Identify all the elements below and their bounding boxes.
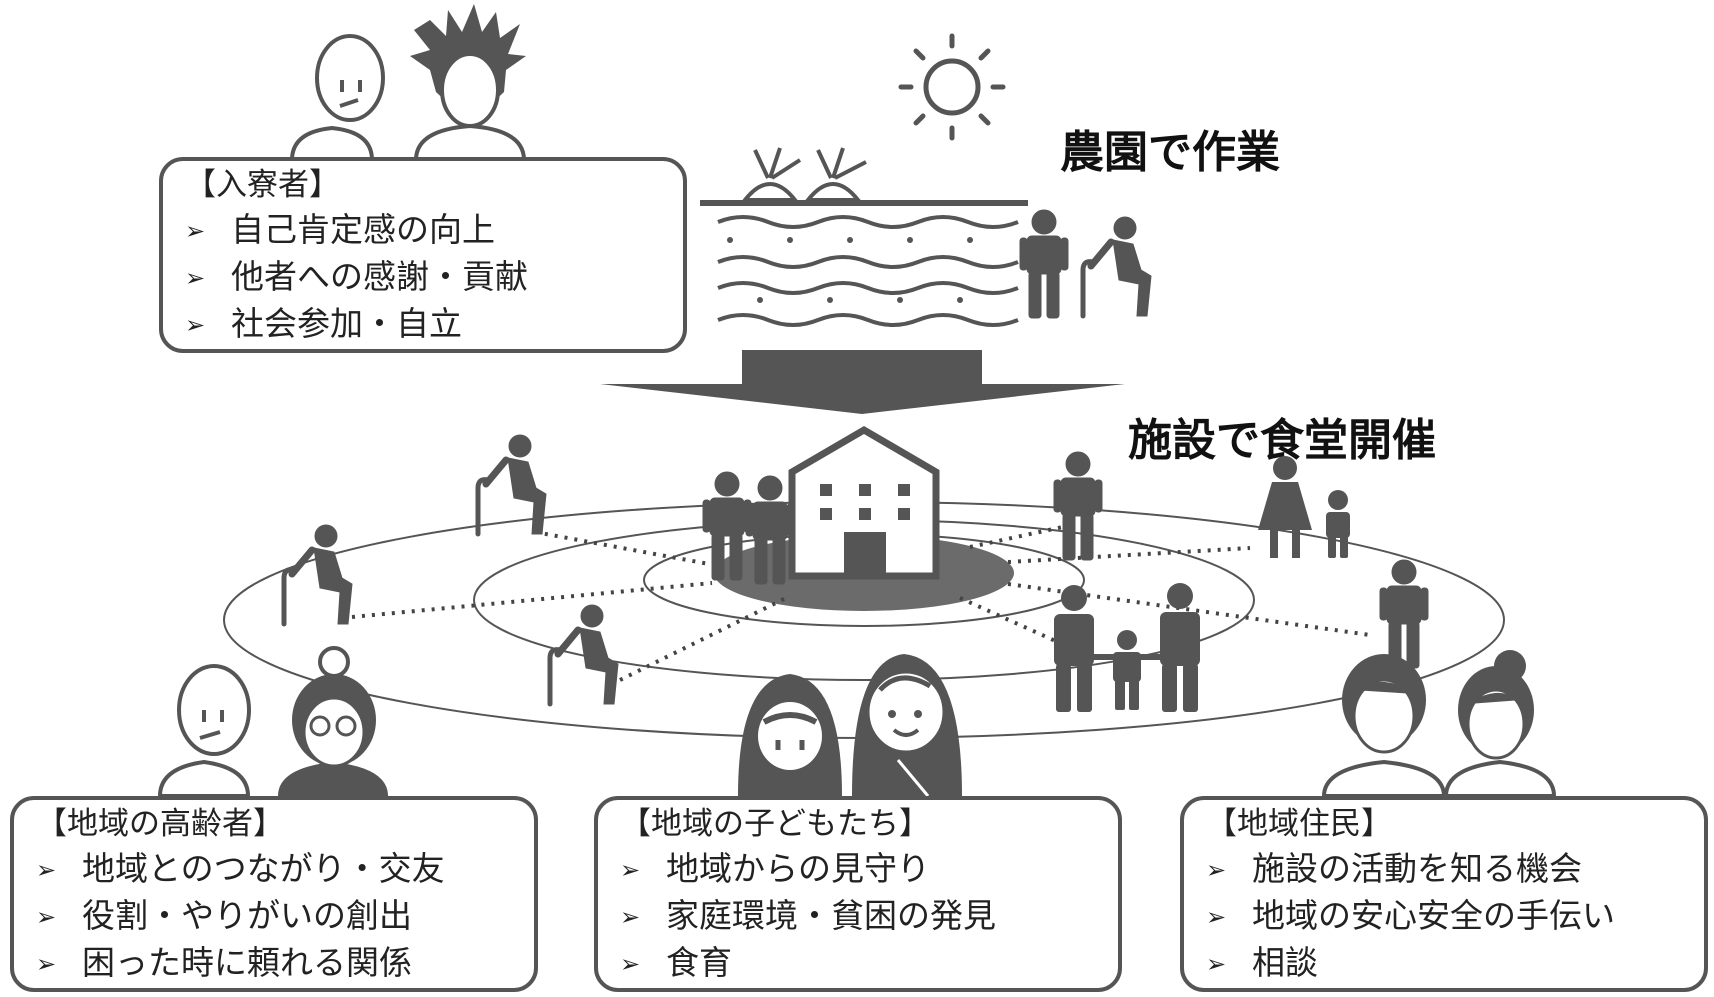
bullet-arrow-icon: ➢: [620, 950, 641, 978]
bullet-arrow-icon: ➢: [36, 856, 57, 884]
bullet-arrow-icon: ➢: [1206, 856, 1227, 884]
list-item: ➢施設の活動を知る機会: [1206, 846, 1704, 893]
box-title: 【地域の高齢者】: [36, 806, 284, 842]
list-item: ➢自己肯定感の向上: [185, 207, 683, 254]
elderly-with-cane-icon: [1083, 217, 1151, 316]
bullet-arrow-icon: ➢: [1206, 950, 1227, 978]
mother-child-icon: [1258, 456, 1350, 558]
vegetable-icon: [740, 147, 867, 202]
box-title: 【地域住民】: [1206, 806, 1392, 842]
person-icon: [1019, 209, 1069, 319]
dining-heading: 施設で食堂開催: [1128, 415, 1436, 466]
elderly-box: 【地域の高齢者】 ➢地域とのつながり・交友 ➢役割・やりがいの創出 ➢困った時に…: [10, 796, 538, 992]
bullet-arrow-icon: ➢: [1206, 903, 1227, 931]
residents-box: 【入寮者】 ➢自己肯定感の向上 ➢他者への感謝・貢献 ➢社会参加・自立: [159, 157, 687, 353]
box-title: 【入寮者】: [185, 167, 340, 203]
down-arrow-icon: [600, 350, 1125, 414]
bullet-arrow-icon: ➢: [36, 950, 57, 978]
bullet-arrow-icon: ➢: [36, 903, 57, 931]
locals-box: 【地域住民】 ➢施設の活動を知る機会 ➢地域の安心安全の手伝い ➢相談: [1180, 796, 1708, 992]
elderly-with-cane-icon: [478, 435, 546, 534]
resident-bald-man-icon: [289, 34, 385, 162]
bullet-arrow-icon: ➢: [620, 856, 641, 884]
list-item: ➢他者への感謝・貢献: [185, 254, 683, 301]
sun-icon: [898, 33, 1006, 141]
list-item: ➢地域からの見守り: [620, 846, 1118, 893]
list-item: ➢家庭環境・貧困の発見: [620, 893, 1118, 940]
elderly-woman-icon: [278, 646, 388, 796]
person-icon: [1053, 451, 1103, 561]
benefit-list: ➢地域からの見守り ➢家庭環境・貧困の発見 ➢食育: [620, 846, 1118, 987]
list-item: ➢地域の安心安全の手伝い: [1206, 893, 1704, 940]
bullet-arrow-icon: ➢: [620, 903, 641, 931]
farm-field-icon: [700, 200, 1028, 327]
child-hooded-icon: [738, 674, 842, 796]
list-item: ➢地域とのつながり・交友: [36, 846, 534, 893]
elderly-with-cane-icon: [284, 525, 352, 624]
elderly-man-icon: [157, 664, 251, 798]
list-item: ➢社会参加・自立: [185, 301, 683, 348]
list-item: ➢食育: [620, 940, 1118, 987]
bullet-arrow-icon: ➢: [185, 311, 206, 339]
local-woman-ponytail-icon: [1443, 650, 1557, 798]
building-icon: [788, 425, 940, 580]
local-woman-short-hair-icon: [1321, 654, 1447, 798]
list-item: ➢困った時に頼れる関係: [36, 940, 534, 987]
benefit-list: ➢自己肯定感の向上 ➢他者への感謝・貢献 ➢社会参加・自立: [185, 207, 683, 348]
list-item: ➢役割・やりがいの創出: [36, 893, 534, 940]
list-item: ➢相談: [1206, 940, 1704, 987]
box-title: 【地域の子どもたち】: [620, 806, 930, 842]
child-smiling-icon: [852, 654, 962, 797]
elderly-with-cane-icon: [550, 605, 618, 704]
bullet-arrow-icon: ➢: [185, 217, 206, 245]
family-icon: [1054, 583, 1200, 712]
bullet-arrow-icon: ➢: [185, 264, 206, 292]
children-box: 【地域の子どもたち】 ➢地域からの見守り ➢家庭環境・貧困の発見 ➢食育: [594, 796, 1122, 992]
person-icon: [1379, 559, 1429, 669]
benefit-list: ➢地域とのつながり・交友 ➢役割・やりがいの創出 ➢困った時に頼れる関係: [36, 846, 534, 987]
resident-spiky-hair-icon: [410, 4, 527, 162]
farm-heading: 農園で作業: [1060, 127, 1280, 178]
benefit-list: ➢施設の活動を知る機会 ➢地域の安心安全の手伝い ➢相談: [1206, 846, 1704, 987]
